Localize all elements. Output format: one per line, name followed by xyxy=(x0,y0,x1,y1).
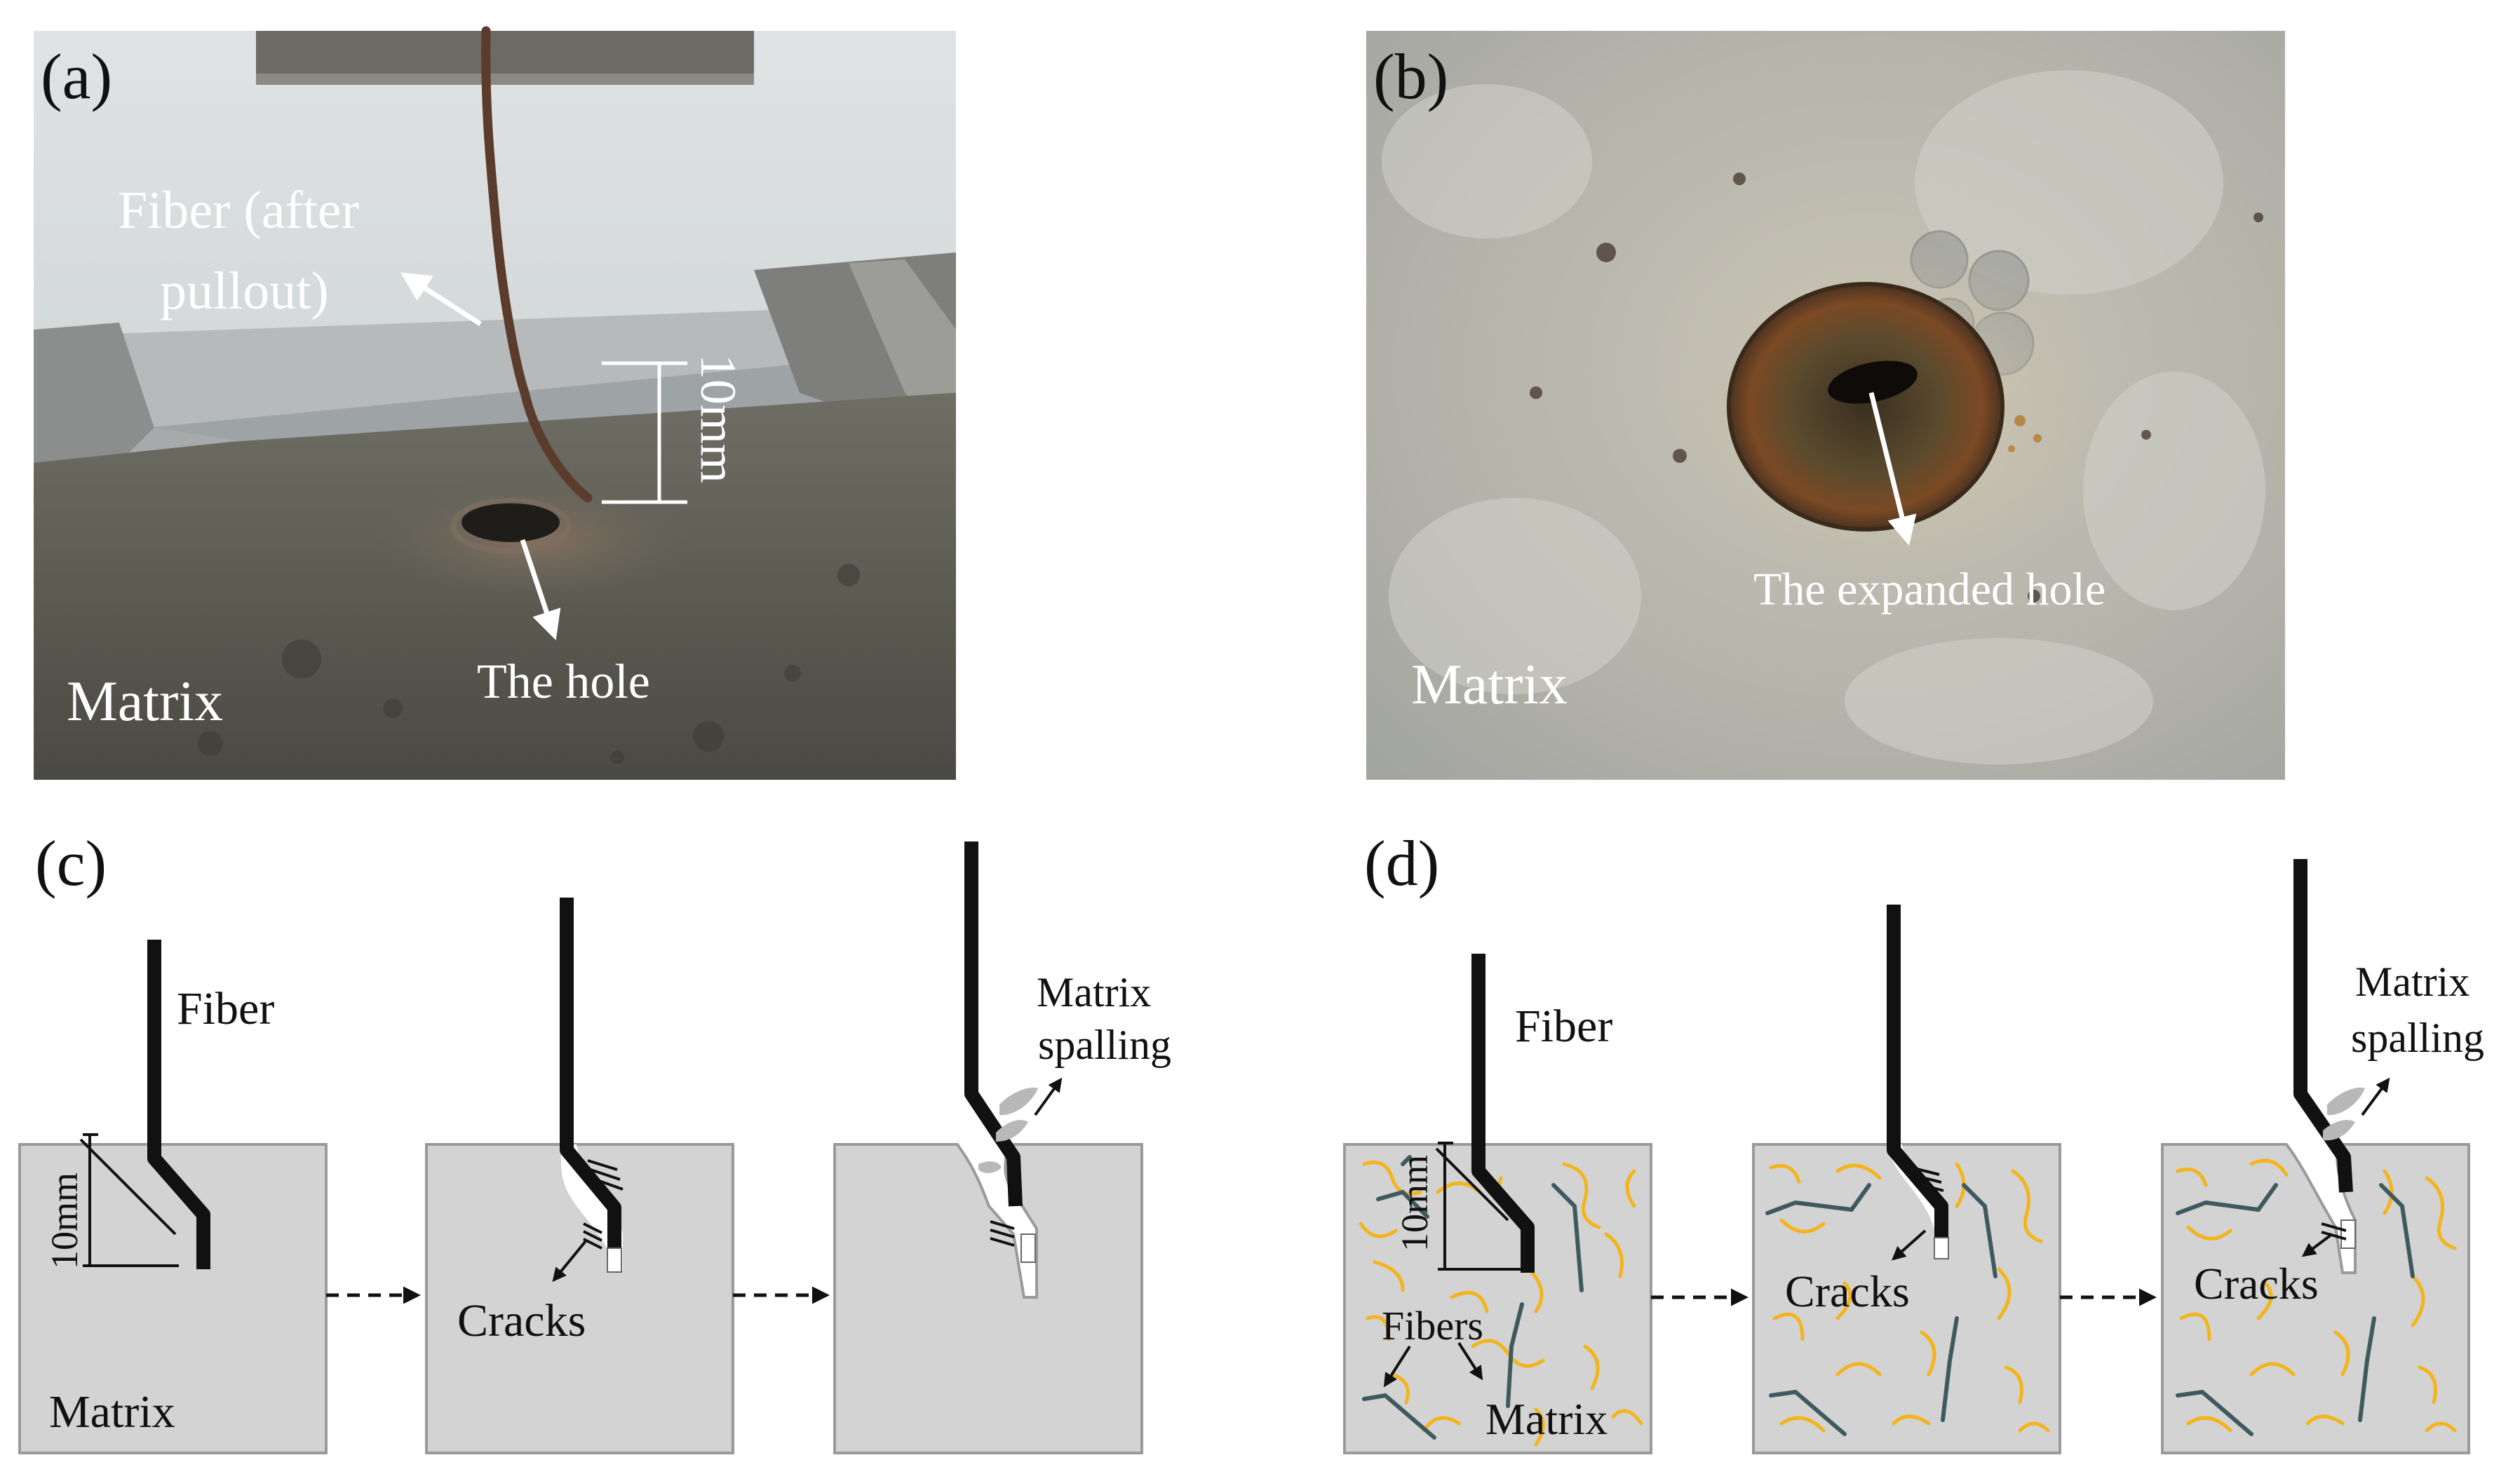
panel-a-matrix-label: Matrix xyxy=(67,669,223,733)
panel-d-letter: (d) xyxy=(1364,827,1439,899)
panel-d-pp-fibers-3 xyxy=(2176,1158,2457,1433)
panel-a-dimension xyxy=(602,361,687,504)
panel-d-fiber-1 xyxy=(1471,954,1535,1273)
panel-c-fiber-2 xyxy=(560,898,621,1248)
panel-c-fiber-3 xyxy=(964,841,1023,1207)
panel-d-spalling-line1: Matrix xyxy=(2355,959,2470,1005)
panel-a-fiber-label-line2: pullout) xyxy=(160,262,329,320)
panel-c-dimension-label: 10mm xyxy=(43,1172,86,1269)
panel-d-pp-fibers-2 xyxy=(1769,1162,2050,1433)
panel-d-fiber-2 xyxy=(1887,905,1948,1238)
panel-d-fibers-label: Fibers xyxy=(1382,1303,1483,1348)
panel-d-steel-fibers-1 xyxy=(1362,1155,1584,1440)
panel-a-fiber-arrow xyxy=(400,272,482,326)
panel-d-steel-fibers-3 xyxy=(2176,1183,2415,1436)
panel-a-photo xyxy=(34,26,956,780)
panel-d-block-1 xyxy=(1343,954,1652,1454)
panel-c-spalling-line1: Matrix xyxy=(1037,969,1151,1015)
panel-a-letter: (a) xyxy=(41,41,112,112)
panel-d-fiber-label: Fiber xyxy=(1515,1001,1612,1052)
panel-c-cracks-label: Cracks xyxy=(457,1295,586,1346)
panel-a-fiber-label-line1: Fiber (after xyxy=(118,181,359,240)
panel-d-spalling-line2: spalling xyxy=(2351,1015,2484,1061)
panel-c-fiber-1 xyxy=(147,940,210,1269)
panel-d-cracks-label-3: Cracks xyxy=(2194,1259,2319,1309)
panel-c-fiber-label: Fiber xyxy=(177,983,274,1034)
panel-c-block-1 xyxy=(18,940,328,1454)
panel-c-spalling-line2: spalling xyxy=(1038,1022,1171,1068)
panel-c-block-3 xyxy=(833,841,1143,1454)
panel-d-steel-fibers-2 xyxy=(1765,1183,1997,1436)
panel-c-letter: (c) xyxy=(35,827,107,899)
panel-d-fiber-3 xyxy=(2293,859,2353,1193)
panel-c-matrix-label: Matrix xyxy=(49,1386,175,1438)
panel-b-matrix-label: Matrix xyxy=(1411,652,1568,716)
panel-b-photo xyxy=(1366,31,2285,780)
panel-a-hole-arrow xyxy=(520,539,561,640)
panel-d-cracks-label-2: Cracks xyxy=(1785,1266,1910,1316)
panel-c-dimension xyxy=(79,1133,179,1267)
panel-d-block-3 xyxy=(2161,859,2470,1454)
panel-a-dimension-label: 10mm xyxy=(690,354,746,483)
pulled-fiber xyxy=(481,26,593,503)
panel-d-dimension-label: 10mm xyxy=(1394,1155,1436,1252)
panel-b-letter: (b) xyxy=(1373,41,1448,112)
panel-a-hole-label: The hole xyxy=(477,655,650,709)
panel-b-hole xyxy=(1727,282,2004,532)
panel-c-block-2 xyxy=(425,898,734,1454)
panel-d-block-2 xyxy=(1752,905,2061,1454)
panel-b-hole-label: The expanded hole xyxy=(1753,564,2105,615)
panel-b-hole-arrow xyxy=(1868,392,1917,546)
panel-d-dimension xyxy=(1435,1142,1522,1271)
panel-d-matrix-label: Matrix xyxy=(1485,1394,1608,1444)
